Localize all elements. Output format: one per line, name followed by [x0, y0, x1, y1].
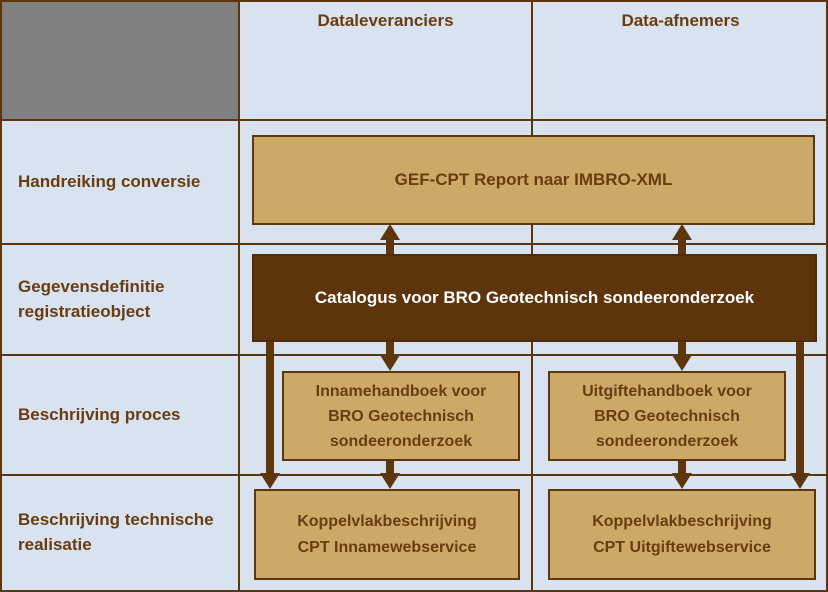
grid-hline-header — [2, 119, 826, 121]
box-koppelvlakbeschrijving-innamewebservice: Koppelvlakbeschrijving CPT Innamewebserv… — [254, 489, 520, 580]
arrowhead-up-icon — [672, 224, 692, 240]
box-koppelvlakbeschrijving-uitgiftewebservice: Koppelvlakbeschrijving CPT Uitgiftewebse… — [548, 489, 816, 580]
grid-hline-row3 — [2, 474, 826, 476]
grid-vline-labels — [238, 2, 240, 590]
row-label-beschrijving-proces: Beschrijving proces — [18, 404, 181, 424]
grid-hline-row1 — [2, 243, 826, 245]
arrow-shaft — [386, 342, 394, 356]
top-left-gray-cell — [2, 2, 239, 120]
column-header-dataleveranciers: Dataleveranciers — [317, 11, 454, 30]
arrowhead-down-icon — [790, 473, 810, 489]
row-label-gegevensdefinitie-registratieobject: Gegevensdefinitie registratieobject — [18, 276, 165, 321]
row-label-beschrijving-technische-realisatie: Beschrijving technische realisatie — [18, 510, 214, 554]
arrow-shaft — [678, 342, 686, 356]
arrowhead-down-icon — [380, 355, 400, 371]
arrow-shaft — [386, 460, 394, 474]
box-uitgiftehandboek: Uitgiftehandboek voor BRO Geotechnisch s… — [548, 371, 786, 461]
arrowhead-down-icon — [672, 355, 692, 371]
arrowhead-down-icon — [380, 473, 400, 489]
box-innamehandboek: Innamehandboek voor BRO Geotechnisch son… — [282, 371, 520, 461]
arrow-shaft — [386, 238, 394, 254]
arrow-shaft — [678, 460, 686, 474]
arrow-shaft — [678, 238, 686, 254]
grid-hline-row2 — [2, 354, 826, 356]
column-header-data-afnemers: Data-afnemers — [621, 11, 740, 30]
box-catalogus-bro-geotechnisch-sondeeronderzoek: Catalogus voor BRO Geotechnisch sondeero… — [252, 254, 817, 342]
row-label-handreiking-conversie: Handreiking conversie — [18, 171, 201, 191]
box-gef-cpt-report-naar-imbro-xml: GEF-CPT Report naar IMBRO-XML — [252, 135, 815, 225]
arrowhead-down-icon — [260, 473, 280, 489]
arrow-shaft — [266, 342, 274, 474]
arrowhead-up-icon — [380, 224, 400, 240]
arrow-shaft — [796, 342, 804, 474]
arrowhead-down-icon — [672, 473, 692, 489]
